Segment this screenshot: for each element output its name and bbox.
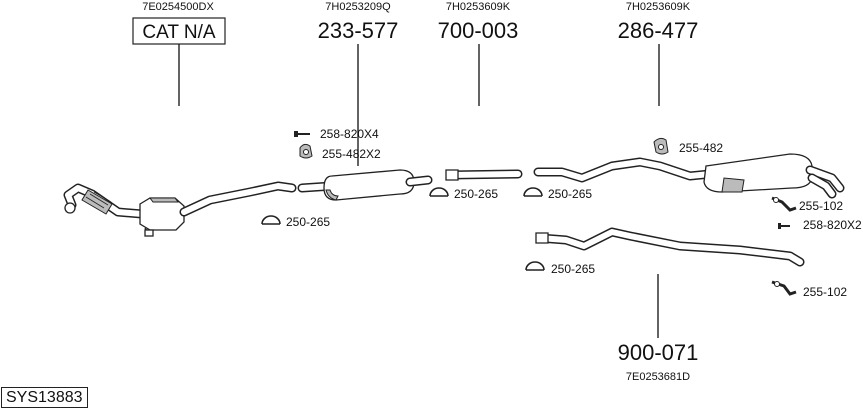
callout-part-700-003: 700-003 <box>438 18 519 43</box>
tail-pipe <box>535 227 805 267</box>
clamp-icon <box>525 261 545 271</box>
callout-code-cat: 7E0254500DX <box>142 1 214 13</box>
system-id-label: SYS13883 <box>1 387 88 408</box>
callout-part-233-577: 233-577 <box>318 18 399 43</box>
part-label-255-482x2: 255-482X2 <box>322 147 381 161</box>
part-label-250-265-rear: 250-265 <box>548 187 592 201</box>
bolt-icon <box>778 223 790 229</box>
callout-code-233-577: 7H0253209Q <box>325 1 391 13</box>
part-label-250-265-front: 250-265 <box>286 215 330 229</box>
clamp-icon <box>429 187 449 197</box>
middle-silencer <box>297 169 433 201</box>
bolt-icon <box>294 131 310 137</box>
part-label-250-265-mid: 250-265 <box>454 187 498 201</box>
part-label-255-102-lower: 255-102 <box>803 285 847 299</box>
front-pipe-catalyst <box>63 181 297 237</box>
callout-code-286-477: 7H0253609K <box>626 1 691 13</box>
clamp-icon <box>261 215 281 225</box>
callout-code-900-071: 7E0253681D <box>626 371 690 383</box>
callout-cat-box <box>132 17 226 45</box>
part-label-255-102-upper: 255-102 <box>799 199 843 213</box>
rubber-hanger-icon <box>653 137 669 155</box>
callout-part-cat: CAT N/A <box>142 22 216 43</box>
rear-silencer <box>533 153 845 199</box>
callout-part-900-071: 900-071 <box>618 340 699 365</box>
rubber-hanger-icon <box>299 143 313 159</box>
part-label-250-265-tail: 250-265 <box>551 262 595 276</box>
bracket-icon <box>771 196 797 212</box>
callout-code-700-003: 7H0253609K <box>446 1 511 13</box>
part-label-258-820x4: 258-820X4 <box>320 127 379 141</box>
part-label-258-820x2: 258-820X2 <box>803 218 862 232</box>
clamp-icon <box>523 187 543 197</box>
intermediate-pipe <box>445 169 523 181</box>
bracket-icon <box>771 280 797 296</box>
part-label-255-482: 255-482 <box>679 141 723 155</box>
callout-part-286-477: 286-477 <box>618 18 699 43</box>
